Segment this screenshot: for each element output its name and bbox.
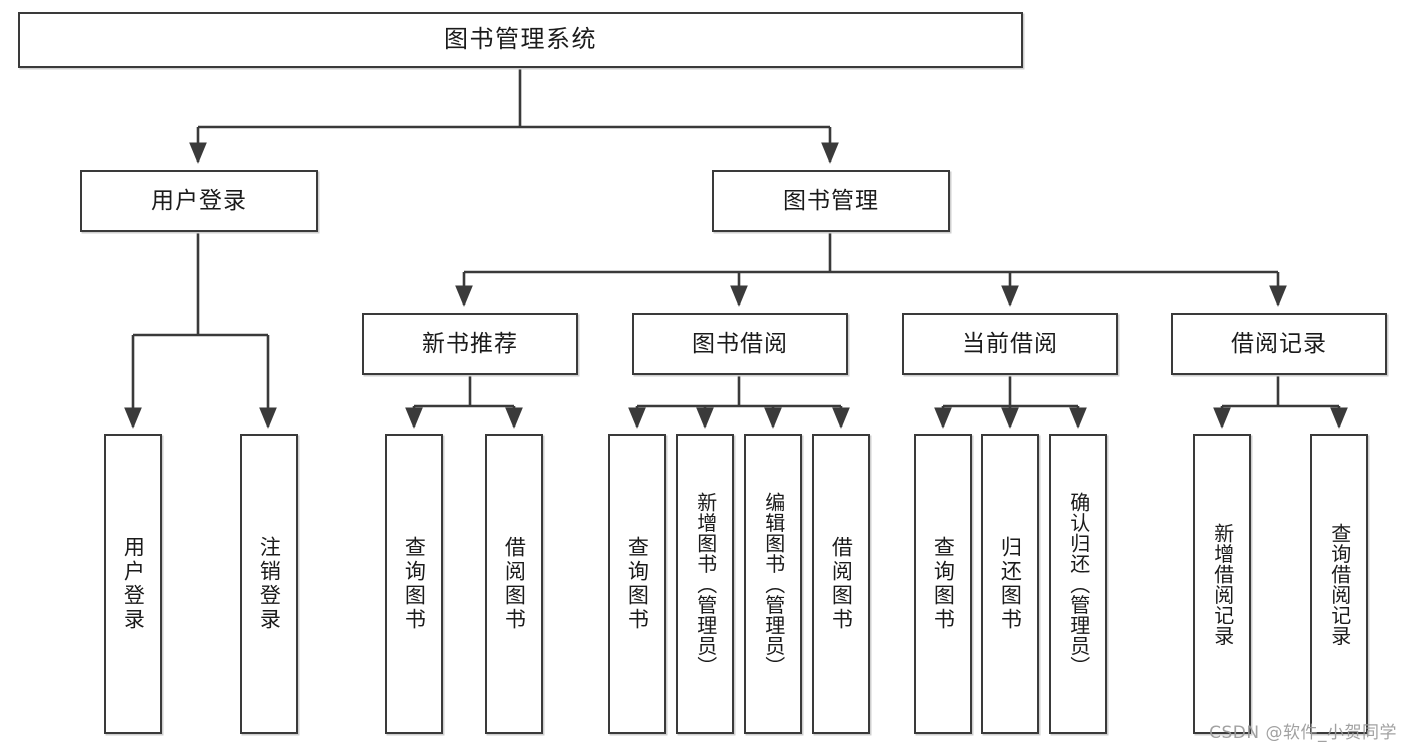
leaf-query-book-recommend[interactable]: 查询图书 (385, 434, 443, 734)
node-user-login[interactable]: 用户登录 (80, 170, 318, 232)
node-label: 借阅记录 (1231, 330, 1327, 357)
leaf-borrow-book-recommend[interactable]: 借阅图书 (485, 434, 543, 734)
node-label: 新书推荐 (422, 330, 518, 357)
node-label: 查询图书 (402, 536, 427, 632)
leaf-query-book-borrow[interactable]: 查询图书 (608, 434, 666, 734)
leaf-user-login[interactable]: 用户登录 (104, 434, 162, 734)
node-label: 图书管理系统 (444, 25, 597, 54)
node-label: 查询图书 (931, 536, 956, 632)
node-label: 查询图书 (625, 536, 650, 632)
node-label: 查询借阅记录 (1327, 522, 1352, 646)
node-label: 注销登录 (257, 536, 282, 632)
node-new-book-recommend[interactable]: 新书推荐 (362, 313, 578, 375)
node-label: 用户登录 (121, 536, 146, 632)
node-label: 归还图书 (998, 536, 1023, 632)
node-borrow-record[interactable]: 借阅记录 (1171, 313, 1387, 375)
leaf-confirm-return-admin[interactable]: 确认归还（管理员） (1049, 434, 1107, 734)
node-label: 新增借阅记录 (1210, 522, 1235, 646)
leaf-query-book-current[interactable]: 查询图书 (914, 434, 972, 734)
leaf-add-book-admin[interactable]: 新增图书（管理员） (676, 434, 734, 734)
node-book-borrow[interactable]: 图书借阅 (632, 313, 848, 375)
node-current-borrow[interactable]: 当前借阅 (902, 313, 1118, 375)
node-label: 当前借阅 (962, 330, 1058, 357)
node-label: 确认归还（管理员） (1066, 491, 1091, 677)
node-root-system[interactable]: 图书管理系统 (18, 12, 1023, 68)
leaf-logout[interactable]: 注销登录 (240, 434, 298, 734)
leaf-borrow-book[interactable]: 借阅图书 (812, 434, 870, 734)
leaf-edit-book-admin[interactable]: 编辑图书（管理员） (744, 434, 802, 734)
leaf-return-book[interactable]: 归还图书 (981, 434, 1039, 734)
leaf-query-borrow-record[interactable]: 查询借阅记录 (1310, 434, 1368, 734)
node-label: 新增图书（管理员） (693, 491, 718, 677)
node-label: 借阅图书 (829, 536, 854, 632)
leaf-add-borrow-record[interactable]: 新增借阅记录 (1193, 434, 1251, 734)
node-label: 图书借阅 (692, 330, 788, 357)
watermark-text: CSDN @软件_小贺同学 (1209, 723, 1397, 743)
node-book-management[interactable]: 图书管理 (712, 170, 950, 232)
node-label: 用户登录 (151, 187, 247, 214)
node-label: 图书管理 (783, 187, 879, 214)
node-label: 借阅图书 (502, 536, 527, 632)
node-label: 编辑图书（管理员） (761, 491, 786, 677)
